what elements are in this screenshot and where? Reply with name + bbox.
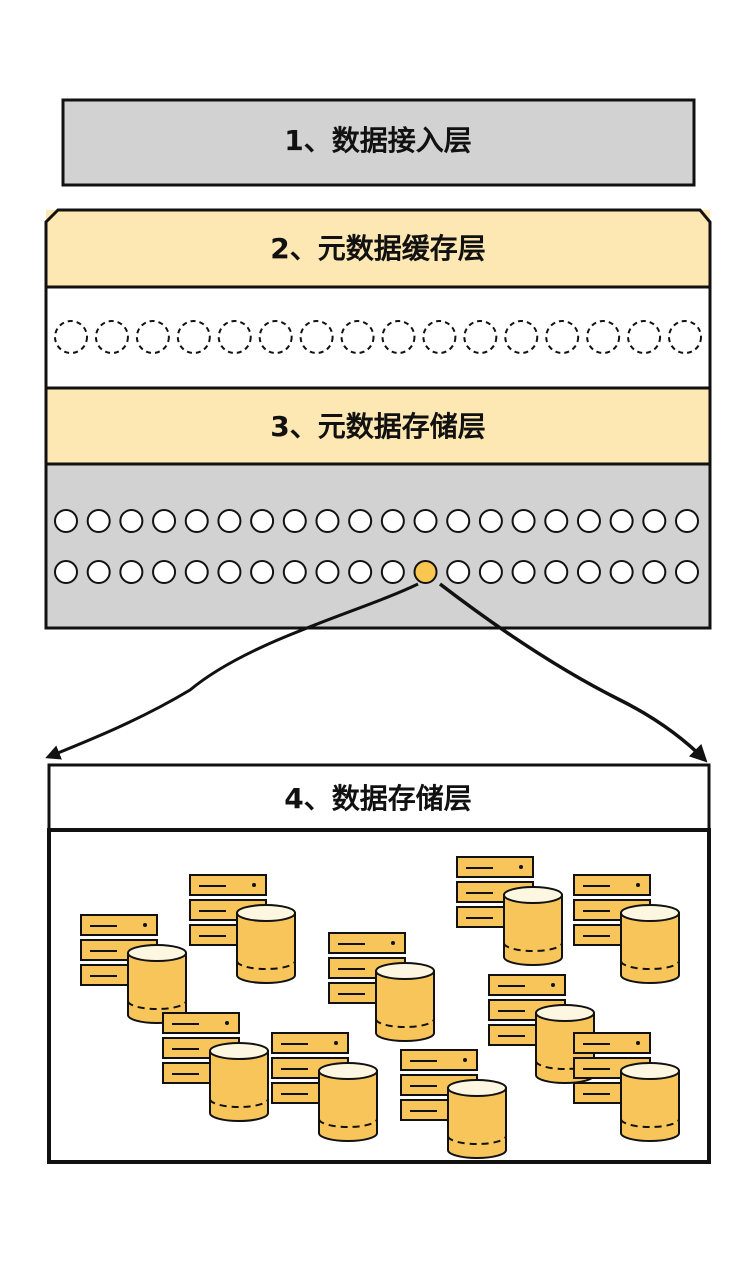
cache-slot (340, 320, 375, 354)
layer-2-meta-cache: 2、元数据缓存层 (46, 210, 710, 287)
arrow-left (45, 582, 419, 760)
store-slot (478, 560, 503, 584)
store-slot (446, 509, 471, 533)
cache-slot (299, 320, 334, 354)
store-slot (282, 560, 307, 584)
server-database-icon (456, 856, 563, 966)
cache-slot (545, 320, 580, 354)
store-slot (54, 509, 78, 533)
store-slot (315, 560, 340, 584)
store-slot (609, 560, 634, 584)
cache-slot (381, 320, 416, 354)
store-slot (675, 509, 699, 533)
server-database-icon (189, 874, 296, 984)
cache-slot (422, 320, 457, 354)
store-slot (413, 509, 438, 533)
layer-4-label: 4、数据存储层 (284, 782, 471, 815)
layer-1-ingest: 1、数据接入层 (61, 98, 696, 187)
cache-slot (217, 320, 252, 354)
server-database-icon (488, 974, 595, 1084)
layer-3-label: 3、元数据存储层 (270, 410, 485, 443)
cache-slot (54, 320, 88, 354)
server-database-icon (80, 914, 187, 1024)
server-database-icon (162, 1012, 269, 1122)
arrow-right (438, 582, 708, 763)
store-slot (609, 509, 634, 533)
store-slot (152, 509, 177, 533)
store-slot (544, 560, 569, 584)
store-slot (184, 560, 209, 584)
store-slot (282, 509, 307, 533)
store-slot (119, 560, 144, 584)
cache-slot (135, 320, 170, 354)
server-database-icon (573, 1032, 680, 1142)
store-slot (184, 509, 209, 533)
store-slot (380, 509, 405, 533)
store-slot (576, 509, 601, 533)
store-slot (152, 560, 177, 584)
store-slot (380, 560, 405, 584)
layer-4-data-store: 4、数据存储层 (47, 763, 711, 1164)
store-slot (119, 509, 144, 533)
store-slot (217, 560, 242, 584)
layer-3-meta-store: 3、元数据存储层 (46, 388, 710, 464)
store-slot (348, 560, 373, 584)
store-slot (54, 560, 78, 584)
cache-slot (258, 320, 293, 354)
server-cluster (80, 856, 680, 1159)
layer-2-label: 2、元数据缓存层 (270, 232, 485, 265)
layer-1-label: 1、数据接入层 (284, 124, 471, 157)
store-slot (511, 509, 536, 533)
cache-slot (176, 320, 211, 354)
store-slot (250, 560, 275, 584)
server-database-icon (328, 932, 435, 1042)
cache-slot (668, 320, 702, 354)
cache-slot (463, 320, 498, 354)
cache-slot (586, 320, 621, 354)
store-slot (544, 509, 569, 533)
store-slot (446, 560, 471, 584)
cache-slot (627, 320, 662, 354)
server-database-icon (400, 1049, 507, 1159)
cache-slot-row (54, 320, 702, 354)
store-slot (478, 509, 503, 533)
store-slot (348, 509, 373, 533)
highlighted-slot (413, 560, 438, 584)
store-slot (217, 509, 242, 533)
cache-slot (94, 320, 129, 354)
server-database-icon (271, 1032, 378, 1142)
store-slot (511, 560, 536, 584)
server-database-icon (573, 874, 680, 984)
store-slot (86, 509, 111, 533)
store-slot (576, 560, 601, 584)
cache-slot (504, 320, 539, 354)
store-slot (250, 509, 275, 533)
expand-arrows (45, 582, 708, 763)
store-slot (642, 560, 667, 584)
store-slot (675, 560, 699, 584)
store-slot-rows (54, 509, 699, 584)
store-slot (642, 509, 667, 533)
layer-3-body (46, 464, 710, 628)
metadata-block: 2、元数据缓存层 3、元数据存储层 (44, 208, 712, 630)
store-slot (86, 560, 111, 584)
store-slot (315, 509, 340, 533)
